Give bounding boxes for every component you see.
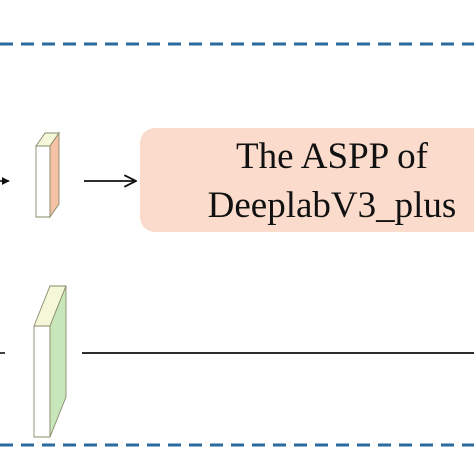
feature-map-green-icon [33, 285, 67, 438]
aspp-label-line1: The ASPP of [236, 136, 429, 177]
feature-map-orange-icon [35, 131, 60, 219]
aspp-box: The ASPP of DeeplabV3_plus [140, 128, 474, 232]
aspp-label-line2: DeeplabV3_plus [208, 185, 457, 226]
